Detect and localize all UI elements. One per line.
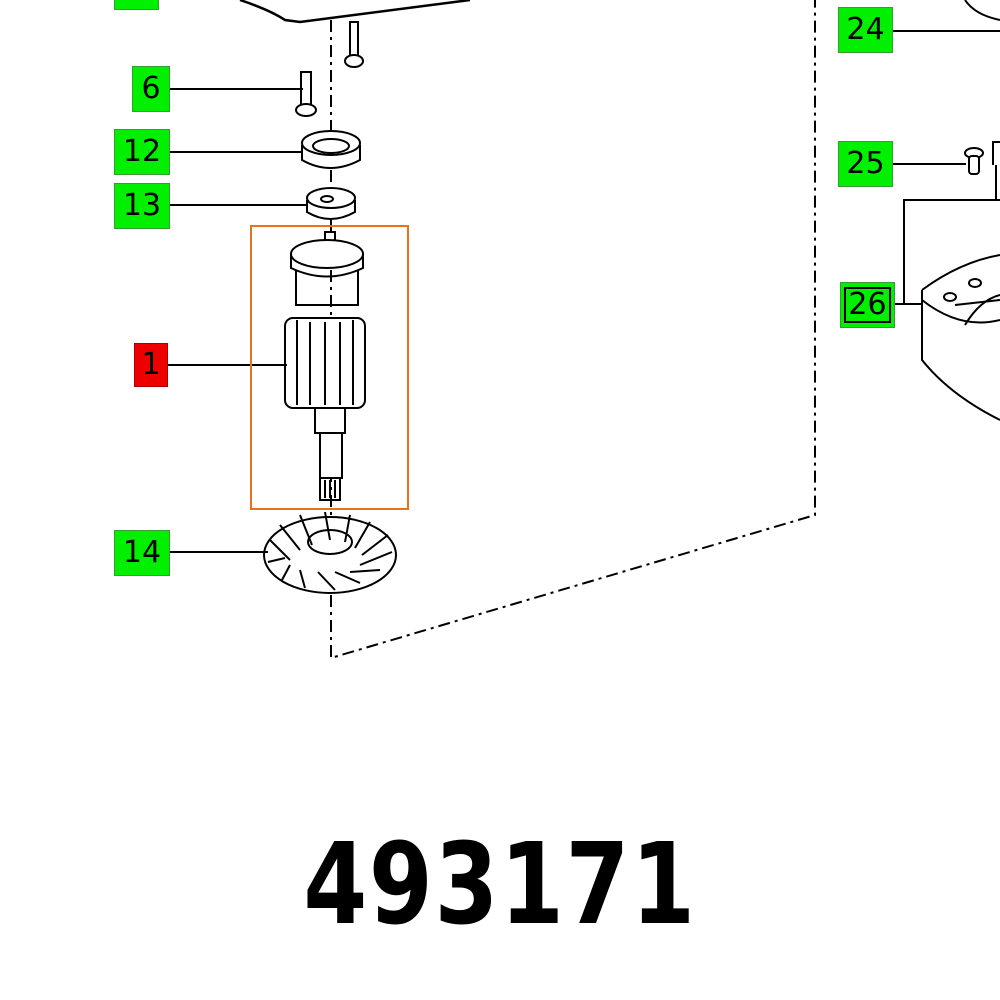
callout-text: 13 bbox=[122, 188, 162, 223]
callout-label-26[interactable]: 26 bbox=[840, 282, 895, 328]
callout-text: 14 bbox=[122, 535, 162, 570]
armature-part bbox=[284, 231, 366, 501]
callout-text: 11 bbox=[117, 0, 155, 4]
callout-text: 24 bbox=[846, 12, 885, 47]
callout-label-11[interactable]: 11 bbox=[114, 0, 159, 10]
callout-text: 12 bbox=[122, 134, 162, 169]
callout-text: 6 bbox=[141, 71, 161, 106]
part-24 bbox=[964, 0, 1000, 21]
housing-plate bbox=[239, 0, 471, 24]
callout-label-13[interactable]: 13 bbox=[114, 183, 170, 229]
callout-label-14[interactable]: 14 bbox=[114, 530, 170, 576]
assembly-line bbox=[330, 0, 816, 660]
callout-label-25[interactable]: 25 bbox=[838, 141, 893, 187]
selection-highlight bbox=[250, 225, 409, 510]
screw-6-part bbox=[295, 71, 317, 117]
callout-text: 25 bbox=[846, 146, 885, 181]
bearing-12-part bbox=[301, 130, 361, 169]
housing-26-part bbox=[921, 254, 1000, 421]
screw-part bbox=[344, 21, 364, 68]
callout-label-6[interactable]: 6 bbox=[132, 66, 170, 112]
leader-26 bbox=[895, 165, 1000, 305]
fan-14-part bbox=[263, 511, 397, 594]
callout-text: 1 bbox=[141, 347, 161, 382]
callout-label-12[interactable]: 12 bbox=[114, 129, 170, 175]
screw-25-part bbox=[964, 141, 1000, 175]
callout-text: 26 bbox=[844, 287, 891, 323]
part-number: 493171 bbox=[303, 820, 697, 950]
callout-label-1-selected[interactable]: 1 bbox=[134, 343, 168, 387]
callout-label-24[interactable]: 24 bbox=[838, 7, 893, 53]
bearing-13-part bbox=[306, 187, 356, 220]
